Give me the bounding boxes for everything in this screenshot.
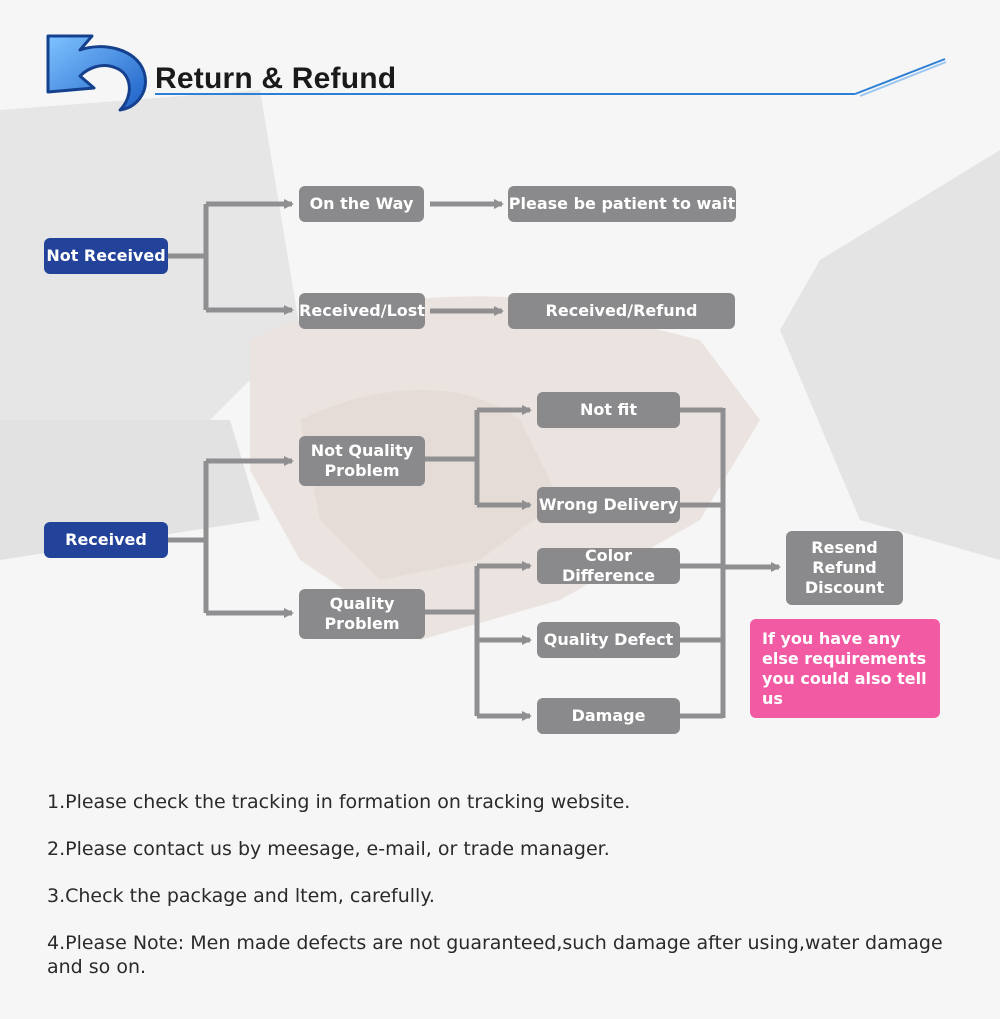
resend-refund-discount-box: Resend Refund Discount [786, 531, 903, 605]
not-quality-problem-box: Not Quality Problem [299, 436, 425, 486]
note-item: 3.Check the package and ltem, carefully. [47, 885, 435, 907]
received-box: Received [44, 522, 168, 558]
not-fit-box: Not fit [537, 392, 680, 428]
on-the-way-box: On the Way [299, 186, 424, 222]
header-underline [155, 58, 947, 97]
quality-problem-box: Quality Problem [299, 589, 425, 639]
not-received-box: Not Received [44, 238, 168, 274]
quality-defect-box: Quality Defect [537, 622, 680, 658]
note-item: 2.Please contact us by meesage, e-mail, … [47, 838, 610, 860]
page-title: Return & Refund [155, 62, 397, 95]
wrong-delivery-box: Wrong Delivery [537, 487, 680, 523]
note-item: 1.Please check the tracking in formation… [47, 791, 631, 813]
extra-requirements-note: If you have any else requirements you co… [750, 619, 940, 718]
color-difference-box: Color Difference [537, 546, 680, 585]
damage-box: Damage [537, 698, 680, 734]
received-refund-box: Received/Refund [508, 293, 735, 329]
return-arrow-icon [46, 34, 147, 112]
notes-list: 1.Please check the tracking in formation… [47, 790, 967, 1002]
please-wait-box: Please be patient to wait [508, 186, 736, 222]
note-item: 4.Please Note: Men made defects are not … [47, 932, 943, 978]
received-lost-box: Received/Lost [299, 293, 425, 329]
